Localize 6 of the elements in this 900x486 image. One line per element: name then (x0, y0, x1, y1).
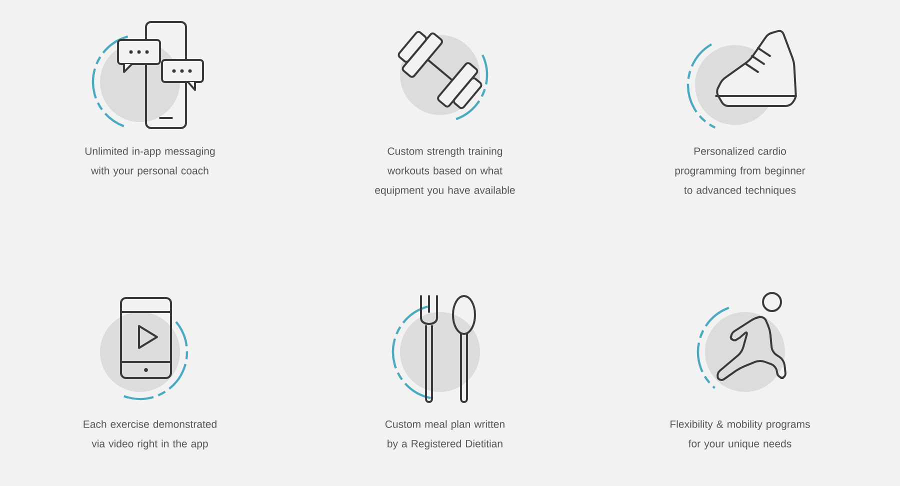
caption-text: Custom strength training workouts based on what equipment you have available (375, 147, 515, 196)
caption-text: Flexibility & mobility programs for your unique needs (670, 420, 810, 450)
caption-text: Custom meal plan written by a Registered Dietitian (385, 420, 504, 450)
caption-text: Each exercise demonstrated via video right in the app (84, 420, 216, 450)
caption-text: Personalized cardio programming from beginner to advanced techniques (675, 147, 806, 196)
caption-text: Unlimited in-app messaging with your personal coach (85, 147, 215, 176)
